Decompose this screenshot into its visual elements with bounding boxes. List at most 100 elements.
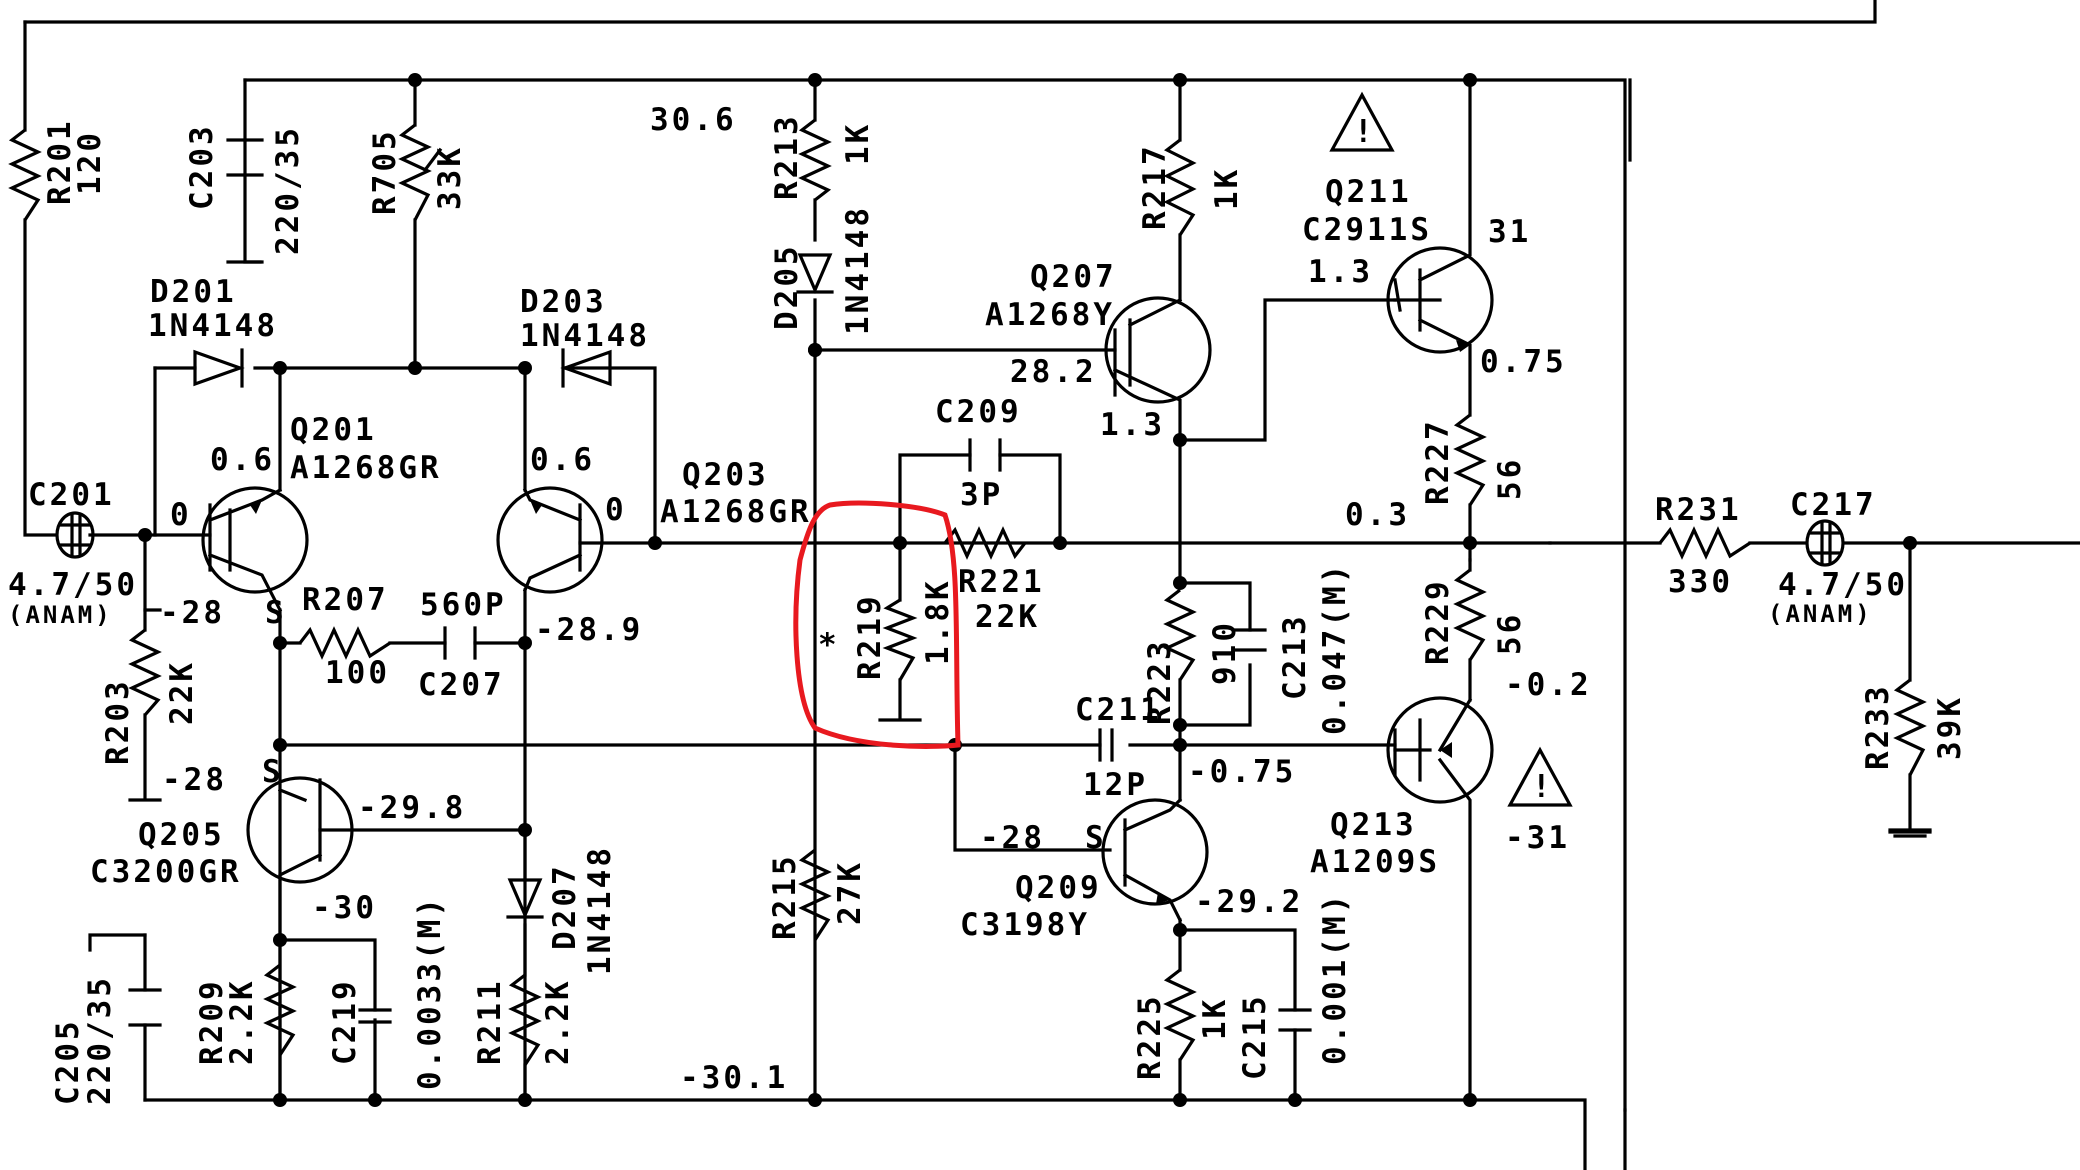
label-c203-ref: C203 [184,123,220,210]
resistor-r229 [1453,568,1487,661]
label-q209-value: C3198Y [960,907,1090,943]
label-q211-value: C2911S [1302,212,1432,248]
voltage-rail-bottom: -30.1 [680,1060,788,1096]
label-d207-value: 1N4148 [582,845,618,975]
resistor-r203 [128,628,162,717]
label-r203-ref: R203 [100,678,136,765]
capacitor-c207 [443,626,477,660]
label-r203-value: 22K [164,660,200,725]
voltage-q207-collector: 1.3 [1100,407,1165,443]
voltage-q211-collector: 31 [1488,214,1531,250]
voltage-q213-emitter: -0.2 [1505,667,1592,703]
label-r219-star: * [818,627,840,663]
label-r211-value: 2.2K [540,978,576,1065]
grounds [226,260,1932,838]
resistor-r213 [798,118,832,202]
label-q205-value: C3200GR [90,854,242,890]
label-r225-ref: R225 [1132,993,1168,1080]
label-d205-value: 1N4148 [840,205,876,335]
voltage-q209-collector: -28 [980,820,1045,856]
capacitor-c211 [1098,728,1114,762]
label-r217-ref: R217 [1137,143,1173,230]
label-c201-note: (ANAM) [8,601,113,629]
label-c215-ref: C215 [1237,993,1273,1080]
voltage-rail-top: 30.6 [650,102,737,138]
resistor-r227 [1453,413,1487,506]
voltage-q203-base: 0 [605,492,627,528]
transistor-q207 [1104,296,1212,404]
label-c219-value: 0.0033(M) [412,895,448,1090]
label-r201-value: 120 [72,130,108,195]
diode-d201 [193,348,245,388]
label-c203-value: 220/35 [270,125,306,255]
label-q201-ref: Q201 [290,412,377,448]
label-r207-value: 100 [325,655,390,691]
warning-icon-q211 [1329,91,1395,152]
voltage-q211-base: 1.3 [1308,254,1373,290]
label-q207-ref: Q207 [1030,259,1117,295]
label-c209-value: 3P [960,477,1003,513]
resistor-r201 [8,128,42,221]
resistor-r223 [1163,588,1197,681]
label-r219-ref: R219 [852,593,888,680]
voltage-q201-collector: -28 [160,595,225,631]
label-r213-value: 1K [840,122,876,165]
transistor-q209 [1101,798,1209,906]
label-c215-value: 0.001(M) [1317,892,1353,1065]
label-c209-ref: C209 [935,394,1022,430]
label-r233-value: 39K [1932,695,1968,760]
label-c201-ref: C201 [28,477,115,513]
s-marks: S S S [262,595,1107,856]
capacitor-c205 [128,988,162,1027]
label-d207-ref: D207 [547,863,583,950]
voltage-output: 0.3 [1345,497,1410,533]
capacitor-c215 [1278,1008,1312,1032]
capacitors [55,138,1845,1032]
junctions [138,73,1917,1107]
label-c205-value: 220/35 [82,975,118,1105]
label-c213-value: 0.047(M) [1317,562,1353,735]
label-q209-ref: Q209 [1015,870,1102,906]
warning-icon-q213 [1507,746,1573,807]
label-r231-value: 330 [1668,564,1733,600]
label-d203-value: 1N4148 [520,318,650,354]
label-d201-value: 1N4148 [148,308,278,344]
label-r207-ref: R207 [302,582,389,618]
label-q205-ref: Q205 [138,817,225,853]
label-c217-value: 4.7/50 [1778,567,1908,603]
label-d205-ref: D205 [769,243,805,330]
label-q213-ref: Q213 [1330,807,1417,843]
capacitor-c217 [1805,519,1845,567]
voltage-q209-emitter: -29.2 [1195,884,1303,920]
resistor-r219 [882,598,918,681]
label-r221-value: 22K [975,599,1040,635]
label-c211-value: 12P [1083,767,1148,803]
label-r227-ref: R227 [1420,418,1456,505]
label-c219-ref: C219 [327,978,363,1065]
label-r209-ref: R209 [194,978,230,1065]
voltage-q205-collector: -28 [162,762,227,798]
resistor-r225 [1163,968,1197,1061]
voltage-q213-collector: -31 [1505,820,1570,856]
s-mark-q205: S [262,754,284,790]
capacitor-c219 [358,1008,392,1024]
capacitor-c213 [1233,628,1267,652]
transistors [201,246,1494,906]
s-mark-q209: S [1085,820,1107,856]
component-labels: R201 120 C203 220/35 R705 33K R213 1K D2… [8,113,1968,1105]
label-c205-ref: C205 [50,1018,86,1105]
resistor-r217 [1163,138,1197,236]
diode-d207 [506,878,544,920]
label-r215-value: 27K [832,860,868,925]
label-r229-ref: R229 [1420,578,1456,665]
label-q203-ref: Q203 [682,457,769,493]
label-r223-ref: R223 [1142,638,1178,725]
label-q203-value: A1268GR [660,494,812,530]
voltage-q205-emitter: -30 [312,890,377,926]
label-r223-value: 910 [1207,620,1243,685]
resistors [8,118,1927,1066]
label-r215-ref: R215 [767,853,803,940]
label-r705-ref: R705 [367,128,403,215]
label-c201-value: 4.7/50 [8,567,138,603]
diode-d205 [796,253,834,295]
